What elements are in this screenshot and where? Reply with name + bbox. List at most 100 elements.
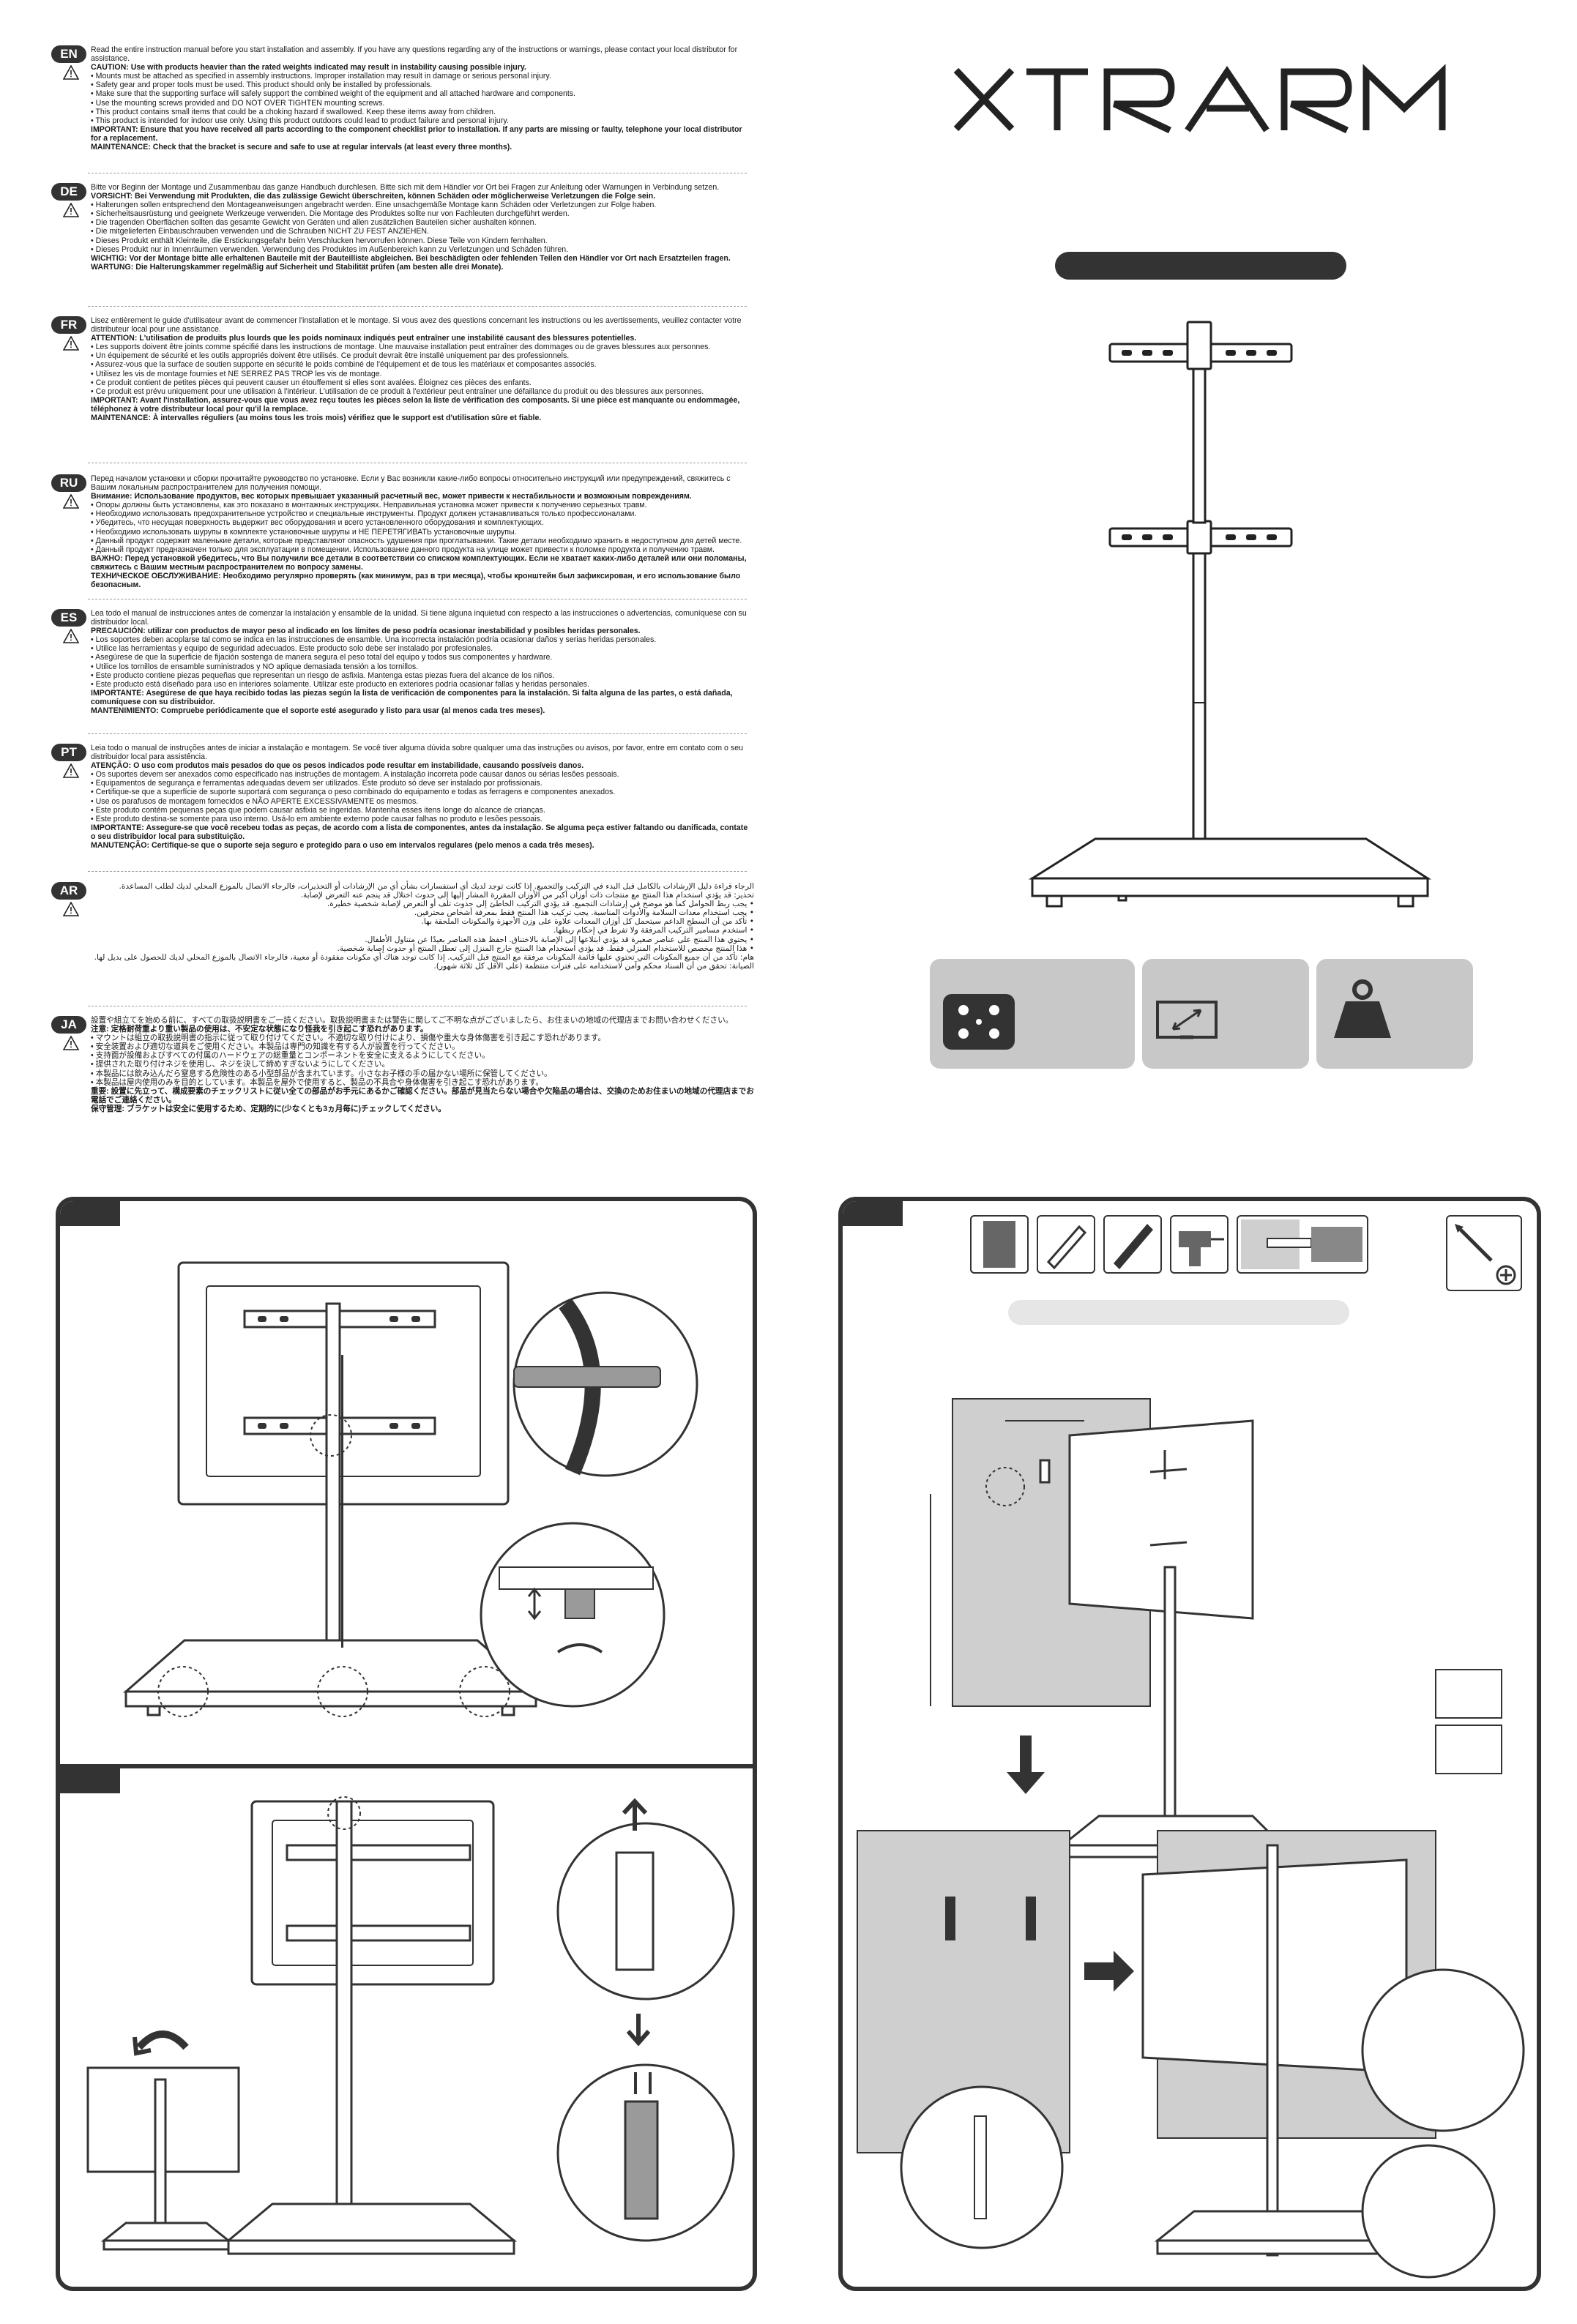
section-divider: [88, 871, 747, 872]
instruction-line: PRECAUCIÓN: utilizar con productos de ma…: [91, 627, 641, 636]
instruction-line: ТЕХНИЧЕСКОЕ ОБСЛУЖИВАНИЕ: Необходимо рег…: [91, 572, 741, 590]
instruction-line: • Utilice las herramientas y equipo de s…: [91, 644, 493, 654]
instruction-line: • Use os parafusos de montagem fornecido…: [91, 796, 419, 806]
assembly-panel-left: [56, 1197, 757, 2291]
instruction-line: • تأكد من أن السطح الداعم سيتحمل كل أوزا…: [421, 917, 754, 927]
lang-block-en: EN Read the entire instruction manual bef…: [51, 45, 754, 152]
instruction-line: • Make sure that the supporting surface …: [91, 89, 576, 99]
instruction-line: • Ce produit est prévu uniquement pour u…: [91, 386, 704, 396]
instruction-line: Внимание: Использование продуктов, вес к…: [91, 492, 692, 501]
instruction-line: • Los soportes deben acoplarse tal como …: [91, 635, 657, 645]
instruction-line: 注意: 定格耐荷重より重い製品の使用は、不安定な状態になり怪我を引き起こす恐れが…: [91, 1025, 428, 1034]
lang-text: Leia todo o manual de instruções antes d…: [91, 744, 754, 850]
pencil-tool-box: [1037, 1215, 1095, 1274]
instruction-line: • Utilisez les vis de montage fournies e…: [91, 369, 382, 378]
vesa-pattern-icon: [943, 994, 1015, 1050]
instruction-line: • يحتوي هذا المنتج على عناصر صغيرة قد يؤ…: [365, 935, 754, 944]
instruction-line: الرجاء قراءة دليل الإرشادات بالكامل قبل …: [119, 882, 754, 891]
instruction-line: • Необходимо использовать предохранитель…: [91, 509, 637, 519]
base-plate: [1028, 837, 1432, 908]
lang-text: Read the entire instruction manual befor…: [91, 45, 754, 152]
wall-icon: [983, 1221, 1015, 1268]
instruction-line: • يجب استخدام معدات السلامة والأدوات الم…: [414, 908, 754, 918]
lang-block-de: DE Bitte vor Beginn der Montage und Zusam…: [51, 183, 754, 272]
instruction-line: • Use the mounting screws provided and D…: [91, 98, 385, 108]
instruction-line: • マウントは組立の取扱説明書の指示に従って取り付けてください。不適切な取り付け…: [91, 1034, 606, 1043]
instruction-line: • 本製品は屋内使用のみを目的としています。本製品を屋外で使用すると、製品の不具…: [91, 1077, 544, 1087]
instruction-line: • Este producto contiene piezas pequeñas…: [91, 670, 555, 680]
instruction-line: • Die mitgelieferten Einbauschrauben ver…: [91, 227, 430, 236]
instruction-line: Lisez entièrement le guide d'utilisateur…: [91, 316, 742, 335]
product-name-banner: [1055, 252, 1346, 280]
marker-icon: [1114, 1224, 1153, 1269]
instruction-line: • Este produto contém pequenas peças que…: [91, 805, 545, 815]
instruction-line: • Опоры должны быть установлены, как это…: [91, 501, 647, 510]
instruction-line: الصيانة: تحقق من أن السناد محكم وآمن لاس…: [433, 961, 754, 971]
step-tab-3: [843, 1201, 903, 1226]
instruction-line: 保守管理: ブラケットは安全に使用するため、定期的に(少なくとも3ヵ月毎に)チェ…: [91, 1104, 446, 1113]
lang-text: Перед началом установки и сборки прочита…: [91, 474, 754, 589]
instruction-line: MANTENIMIENTO: Compruebe periódicamente …: [91, 706, 545, 716]
screwdriver-tool-box: [1446, 1215, 1522, 1291]
instruction-line: MANUTENÇÃO: Certifique-se que o suporte …: [91, 841, 594, 851]
instruction-line: • Halterungen sollen entsprechend den Mo…: [91, 201, 657, 210]
lang-badge: ES: [51, 609, 86, 627]
lang-block-pt: PT Leia todo o manual de instruções antes…: [51, 744, 754, 850]
instruction-line: Read the entire instruction manual befor…: [91, 45, 738, 64]
instruction-line: • هذا المنتج مخصص للاستخدام المنزلي فقط.…: [337, 944, 754, 953]
instruction-line: • Utilice los tornillos de ensamble sumi…: [91, 662, 419, 671]
lang-text: Lisez entièrement le guide d'utilisateur…: [91, 316, 754, 422]
instruction-line: 重要: 設置に先立って、構成要素のチェックリストに従い全ての部品がお手元にあるか…: [91, 1086, 754, 1105]
instruction-line: • Este produto destina-se somente para u…: [91, 814, 543, 823]
warning-icon: [63, 902, 79, 916]
instruction-line: • Ce produit contient de petites pièces …: [91, 378, 532, 387]
wall-mounting-illustration: [857, 1398, 1525, 2279]
lang-badge: EN: [51, 45, 86, 63]
lang-badge: DE: [51, 183, 86, 201]
instruction-line: IMPORTANTE: Assegure-se que você recebeu…: [91, 823, 748, 841]
instruction-line: • Mounts must be attached as specified i…: [91, 72, 551, 81]
instruction-line: IMPORTANT: Ensure that you have received…: [91, 124, 742, 143]
xtrarm-logo: [953, 64, 1446, 134]
screwdriver-icon: [1455, 1224, 1516, 1285]
instruction-line: • Un équipement de sécurité et les outil…: [91, 351, 570, 361]
pole: [1192, 367, 1207, 862]
warning-icon: [63, 494, 79, 509]
instruction-line: • Убедитесь, что несущая поверхность выд…: [91, 518, 544, 528]
instruction-line: • Sicherheitsausrüstung und geeignete We…: [91, 209, 570, 219]
lang-text: Lea todo el manual de instrucciones ante…: [91, 609, 754, 715]
instruction-line: Перед началом установки и сборки прочита…: [91, 474, 731, 493]
lang-badge: FR: [51, 316, 86, 334]
spec-card-vesa: [930, 959, 1135, 1069]
step-label-bar: [1008, 1300, 1349, 1325]
instruction-line: • 支持面が設備およびすべての付属のハードウェアの総重量とコンポーネントを安全に…: [91, 1051, 490, 1061]
instruction-line: Bitte vor Beginn der Montage und Zusamme…: [91, 183, 720, 192]
instruction-line: WARTUNG: Die Halterungskammer regelmäßig…: [91, 262, 504, 272]
instruction-line: ВАЖНО: Перед установкой убедитесь, что В…: [91, 553, 747, 572]
warning-icon: [63, 629, 79, 643]
instruction-line: • Les supports doivent être joints comme…: [91, 343, 711, 352]
drill-hole-icon: [1241, 1219, 1362, 1269]
warning-icon: [63, 203, 79, 217]
upper-bracket: [1108, 321, 1293, 370]
drill-icon: [1179, 1231, 1224, 1266]
drill-hole-tool-box: [1237, 1215, 1368, 1274]
instruction-line: • Asegúrese de que la superficie de fija…: [91, 653, 553, 662]
warning-icon: [63, 1036, 79, 1050]
instruction-line: هام: تأكد من أن جميع المكونات التي تحتوي…: [94, 952, 754, 962]
lang-block-fr: FR Lisez entièrement le guide d'utilisate…: [51, 316, 754, 422]
instruction-line: • Dieses Produkt nur in Innenräumen verw…: [91, 244, 569, 254]
screen-size-icon: [1156, 1001, 1218, 1039]
instruction-line: ATTENTION: L'utilisation de produits plu…: [91, 334, 637, 343]
instruction-line: IMPORTANT: Avant l'installation, assurez…: [91, 395, 740, 414]
instruction-line: • Die tragenden Oberflächen sollten das …: [91, 218, 537, 228]
instruction-line: Lea todo el manual de instrucciones ante…: [91, 609, 747, 627]
instruction-line: CAUTION: Use with products heavier than …: [91, 63, 526, 72]
instruction-line: • Este producto está diseñado para uso e…: [91, 679, 589, 689]
pencil-icon: [1046, 1225, 1087, 1270]
instruction-line: WICHTIG: Vor der Montage bitte alle erha…: [91, 253, 731, 263]
instruction-line: • استخدم مسامير التركيب المرفقة ولا تفرط…: [553, 926, 754, 935]
lang-badge: PT: [51, 744, 86, 761]
lang-text: 設置や組立てを始める前に、すべての取扱説明書をご一読ください。取扱説明書または警…: [91, 1016, 754, 1113]
